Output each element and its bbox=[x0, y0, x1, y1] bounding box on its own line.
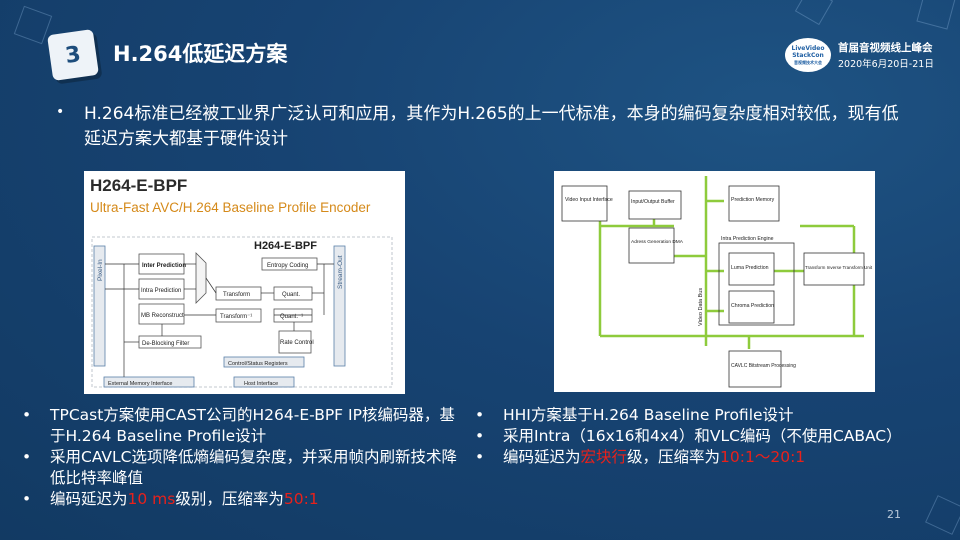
io-buffer-label: Input/Output Buffer bbox=[631, 199, 675, 205]
transform-unit-label: Transform Inverse Transform Unit bbox=[805, 265, 873, 270]
right-bullet-list: • HHI方案基于H.264 Baseline Profile设计 • 采用In… bbox=[475, 405, 959, 468]
core-label: H264-E-BPF bbox=[254, 240, 317, 252]
transform-label: Transform bbox=[223, 292, 250, 298]
left-item-3-mid: 级别，压缩率为 bbox=[175, 490, 284, 508]
right-item-2-text: 采用Intra（16x16和4x4）和VLC编码（不使用CABAC） bbox=[503, 427, 902, 445]
decor-cube-topleft bbox=[13, 5, 53, 45]
bullet-icon: • bbox=[475, 448, 485, 466]
section-number: 3 bbox=[63, 41, 83, 69]
section-number-badge: 3 bbox=[47, 29, 99, 81]
pixel-in-port bbox=[93, 245, 106, 367]
hhi-encoder-svg: Video Input Interface Input/Output Buffe… bbox=[561, 176, 873, 388]
decor-cube-topright bbox=[794, 0, 834, 26]
stream-out-label: Stream-Out bbox=[337, 255, 344, 289]
host-interface-label: Host Interface bbox=[244, 381, 278, 387]
right-item-3-mid: 级，压缩率为 bbox=[627, 448, 721, 466]
page-number: 21 bbox=[887, 508, 901, 521]
decor-cube-right bbox=[916, 0, 956, 30]
right-item-1-text: HHI方案基于H.264 Baseline Profile设计 bbox=[503, 406, 794, 424]
inter-prediction-label: Inter Prediction bbox=[142, 263, 186, 269]
intro-bullet: • bbox=[56, 104, 65, 120]
address-dma-label: Adress Generation DMA bbox=[631, 239, 684, 245]
logo-line-2: StackCon bbox=[792, 51, 824, 59]
diagram-connectors bbox=[105, 263, 334, 377]
conference-date: 2020年6月20日-21日 bbox=[838, 59, 934, 70]
mb-reconstruct-label: MB Reconstruct bbox=[141, 313, 184, 319]
right-item-3-ratio: 10:1～20:1 bbox=[720, 448, 806, 466]
decor-cube-bottomright bbox=[925, 495, 960, 535]
control-status-label: Control/Status Registers bbox=[228, 361, 288, 367]
chroma-label: Chroma Prediction bbox=[731, 303, 774, 309]
luma-label: Luma Prediction bbox=[731, 265, 769, 271]
right-list-item: • 编码延迟为宏块行级，压缩率为10:1～20:1 bbox=[475, 447, 959, 468]
right-item-3-latency: 宏块行 bbox=[580, 448, 628, 466]
left-list-item: • 编码延迟为10 ms级别，压缩率为50:1 bbox=[22, 489, 470, 510]
diagram-subtitle: Ultra-Fast AVC/H.264 Baseline Profile En… bbox=[90, 200, 371, 215]
left-item-1-text: TPCast方案使用CAST公司的H264-E-BPF IP核编码器，基于H.2… bbox=[50, 406, 455, 445]
rate-control-label: Rate Control bbox=[280, 340, 314, 346]
intro-text: H.264标准已经被工业界广泛认可和应用，其作为H.265的上一代标准，本身的编… bbox=[84, 104, 899, 149]
bullet-icon: • bbox=[22, 448, 32, 466]
h264-e-bpf-svg: H264-E-BPF Ultra-Fast AVC/H.264 Baseline… bbox=[90, 176, 393, 388]
conference-name: 首届音视频线上峰会 bbox=[838, 42, 933, 54]
bullet-icon: • bbox=[475, 427, 485, 445]
left-item-2-text: 采用CAVLC选项降低熵编码复杂度，并采用帧内刷新技术降低比特率峰值 bbox=[50, 448, 457, 487]
deblocking-label: De-Blocking Filter bbox=[142, 341, 189, 347]
bullet-icon: • bbox=[475, 406, 485, 424]
right-list-item: • HHI方案基于H.264 Baseline Profile设计 bbox=[475, 405, 959, 426]
right-list-item: • 采用Intra（16x16和4x4）和VLC编码（不使用CABAC） bbox=[475, 426, 959, 447]
prediction-memory-label: Prediction Memory bbox=[731, 197, 775, 203]
quant-label: Quant. bbox=[282, 292, 300, 298]
left-bullet-list: • TPCast方案使用CAST公司的H264-E-BPF IP核编码器，基于H… bbox=[22, 405, 470, 510]
quant-inv-label: Quant.⁻¹ bbox=[280, 314, 303, 320]
conference-logo: LiveVideo StackCon 音视频技术大会 bbox=[785, 38, 831, 72]
mux-shape bbox=[195, 252, 207, 304]
bullet-icon: • bbox=[22, 490, 32, 508]
left-item-3-ratio: 50:1 bbox=[283, 490, 319, 508]
h264-e-bpf-diagram: H264-E-BPF Ultra-Fast AVC/H.264 Baseline… bbox=[84, 171, 405, 394]
ext-memory-label: External Memory Interface bbox=[108, 381, 173, 387]
stream-out-port bbox=[333, 245, 346, 367]
left-item-3-latency: 10 ms bbox=[127, 490, 176, 508]
hhi-encoder-diagram: Video Input Interface Input/Output Buffe… bbox=[554, 171, 875, 392]
left-list-item: • 采用CAVLC选项降低熵编码复杂度，并采用帧内刷新技术降低比特率峰值 bbox=[22, 447, 470, 489]
cavlc-label: CAVLC Bitstream Processing bbox=[731, 363, 796, 369]
diagram-heading: H264-E-BPF bbox=[90, 176, 187, 195]
video-bus-label: Video Data Bus bbox=[698, 288, 704, 326]
left-list-item: • TPCast方案使用CAST公司的H264-E-BPF IP核编码器，基于H… bbox=[22, 405, 470, 447]
slide-title: H.264低延迟方案 bbox=[113, 42, 288, 66]
left-item-3-prefix: 编码延迟为 bbox=[50, 490, 128, 508]
intra-engine-label: Intra Prediction Engine bbox=[721, 236, 774, 242]
intra-prediction-label: Intra Prediction bbox=[141, 288, 181, 294]
logo-line-3: 音视频技术大会 bbox=[794, 59, 822, 65]
pixel-in-label: Pixel-In bbox=[97, 259, 104, 281]
logo-line-1: LiveVideo bbox=[791, 44, 825, 52]
entropy-coding-label: Entropy Coding bbox=[267, 263, 308, 269]
right-item-3-prefix: 编码延迟为 bbox=[503, 448, 581, 466]
bullet-icon: • bbox=[22, 406, 32, 424]
video-input-label: Video Input Interface bbox=[565, 197, 613, 203]
transform-inv-label: Transform⁻¹ bbox=[220, 314, 252, 320]
